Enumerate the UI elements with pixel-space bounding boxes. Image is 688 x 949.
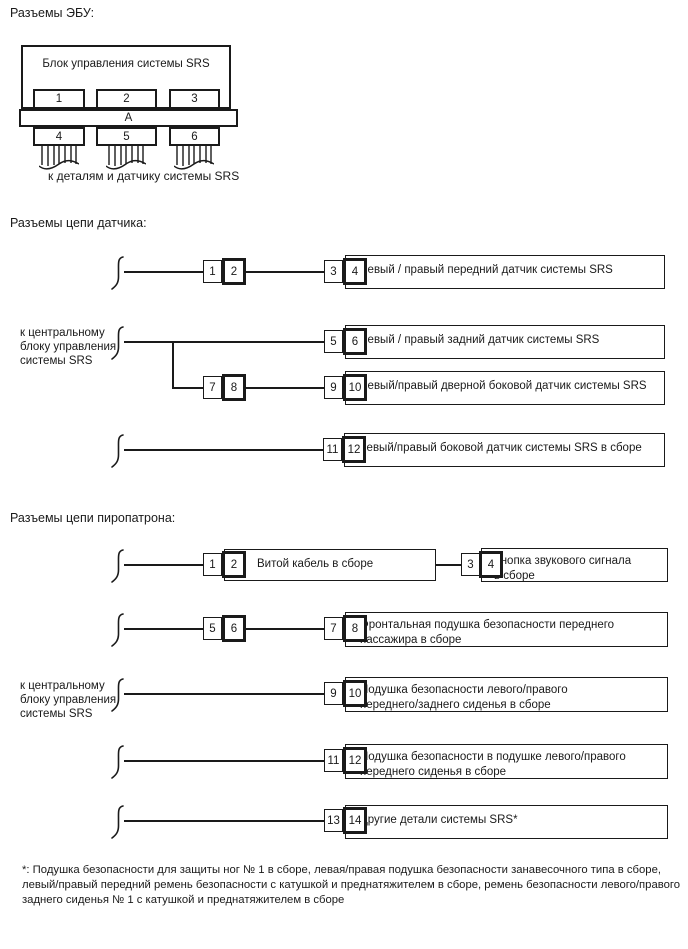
connector-box: 4	[343, 258, 367, 285]
connector-box: 7	[324, 617, 343, 640]
wire	[124, 564, 203, 566]
wire	[124, 820, 324, 822]
footnote-line: заднего сиденья № 1 с катушкой и преднат…	[22, 894, 345, 906]
connector-box: 10	[343, 374, 367, 401]
connector-box: 14	[343, 807, 367, 834]
connector-box: 3	[324, 260, 343, 283]
footnote-line: *: Подушка безопасности для защиты ног №…	[22, 864, 662, 876]
connector-box: 11	[324, 749, 343, 772]
description-box: Подушка безопасности в подушке левого/пр…	[345, 744, 668, 779]
wire	[172, 387, 203, 389]
connector-box: 8	[343, 615, 367, 642]
connector-box: 2	[222, 258, 246, 285]
section-heading-ecu: Разъемы ЭБУ:	[10, 6, 95, 20]
connector-box: 6	[343, 328, 367, 355]
description-box: Левый/правый дверной боковой датчик сист…	[345, 371, 665, 405]
connector-box: 1	[203, 260, 222, 283]
connector-box: 9	[324, 682, 343, 705]
connector-box: 7	[203, 376, 222, 399]
description-box: Левый/правый боковой датчик системы SRS …	[344, 433, 665, 467]
wire	[246, 628, 324, 630]
wire	[124, 760, 324, 762]
wire-break-icon	[110, 325, 126, 361]
wire-break-icon	[110, 612, 126, 648]
description-box: Витой кабель в сборе	[224, 549, 436, 581]
connector-box: 9	[324, 376, 343, 399]
connector-box: 12	[343, 747, 367, 774]
description-box: Кнопка звукового сигнала в сборе	[481, 548, 668, 582]
description-box: Фронтальная подушка безопасности передне…	[345, 612, 668, 647]
section-heading-squib: Разъемы цепи пиропатрона:	[10, 511, 176, 525]
wire	[124, 693, 324, 695]
ecu-unit-label: Блок управления системы SRS	[42, 58, 210, 70]
wire-break-icon	[110, 804, 126, 840]
wire	[124, 271, 203, 273]
ecu-connector-5: 5	[96, 127, 157, 146]
connector-box: 10	[343, 680, 367, 707]
wire-bundle-icon	[174, 145, 214, 171]
connector-box: 6	[222, 615, 246, 642]
wire-bundle-icon	[106, 145, 146, 171]
branch-wire	[172, 341, 174, 389]
wire	[124, 628, 203, 630]
ecu-connector-3: 3	[169, 89, 220, 109]
ecu-bar-a: А	[19, 109, 238, 127]
ecu-connector-2: 2	[96, 89, 157, 109]
wire-break-icon	[110, 677, 126, 713]
connector-box: 1	[203, 553, 222, 576]
sensor-source-label: к центральному блоку управления системы …	[20, 327, 117, 367]
section-heading-sensor: Разъемы цепи датчика:	[10, 216, 147, 230]
connector-box: 2	[222, 551, 246, 578]
ecu-caption: к деталям и датчику системы SRS	[48, 169, 240, 183]
footnote-line: левый/правый передний ремень безопасност…	[22, 879, 681, 891]
wire	[436, 564, 461, 566]
connector-box: 13	[324, 809, 343, 832]
wire	[246, 271, 325, 273]
description-box: Подушка безопасности левого/правого пере…	[345, 677, 668, 712]
connector-box: 12	[342, 436, 366, 463]
wire	[124, 341, 324, 343]
ecu-connector-6: 6	[169, 127, 220, 146]
connector-box: 3	[461, 553, 480, 576]
squib-source-label: к центральному блоку управления системы …	[20, 680, 117, 720]
ecu-connector-4: 4	[33, 127, 85, 146]
wire-break-icon	[110, 255, 126, 291]
connector-box: 11	[323, 438, 342, 461]
description-box: Левый / правый задний датчик системы SRS	[345, 325, 665, 359]
wire-bundle-icon	[39, 145, 79, 171]
description-box: Левый / правый передний датчик системы S…	[345, 255, 665, 289]
connector-box: 5	[324, 330, 343, 353]
description-box: Другие детали системы SRS*	[345, 805, 668, 839]
ecu-connector-1: 1	[33, 89, 85, 109]
wire-break-icon	[110, 433, 126, 469]
wire	[124, 449, 323, 451]
connector-box: 4	[479, 551, 503, 578]
connector-box: 8	[222, 374, 246, 401]
wire-break-icon	[110, 744, 126, 780]
wire-break-icon	[110, 548, 126, 584]
connector-box: 5	[203, 617, 222, 640]
wire	[246, 387, 324, 389]
